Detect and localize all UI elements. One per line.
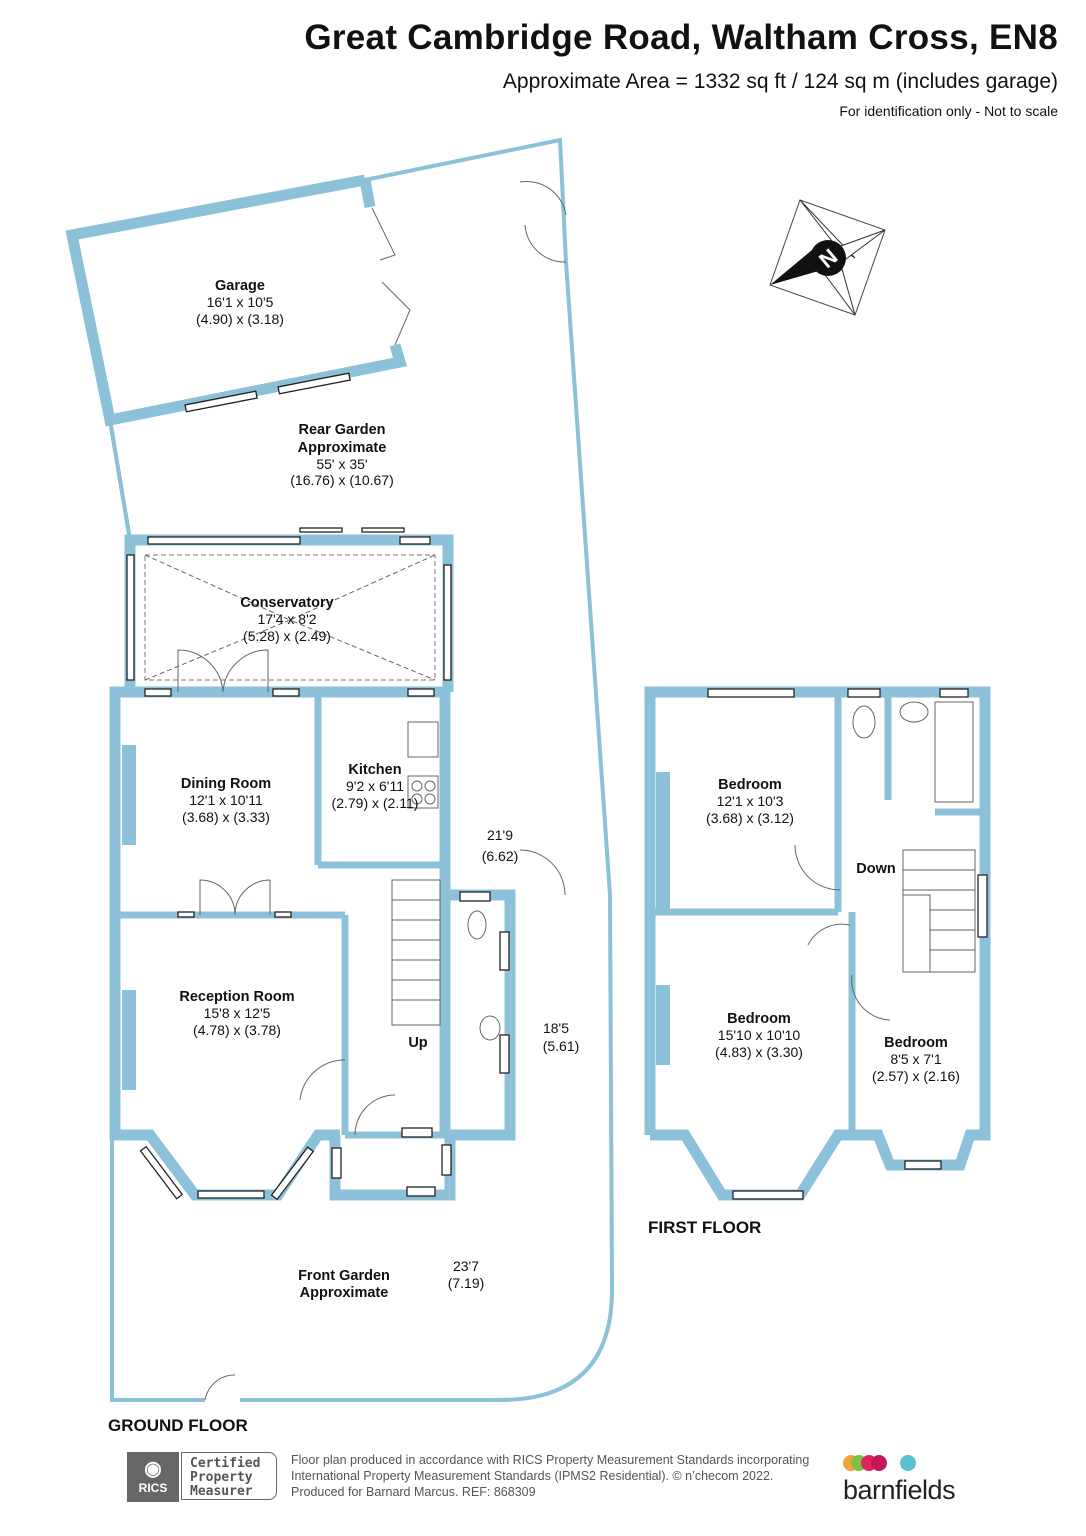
brand-logo: barnfields <box>843 1455 963 1505</box>
rics-badge: ◉ RICS Certified Property Measurer <box>127 1452 279 1502</box>
lion-icon: ◉ <box>144 1458 162 1480</box>
stairs-first <box>902 849 976 973</box>
svg-text:9'2 x 6'11: 9'2 x 6'11 <box>346 778 404 794</box>
svg-text:Approximate: Approximate <box>300 1285 389 1301</box>
stairs-ground <box>391 879 441 1026</box>
svg-text:15'10 x 10'10: 15'10 x 10'10 <box>718 1027 801 1043</box>
page-title: Great Cambridge Road, Waltham Cross, EN8 <box>304 18 1058 57</box>
svg-text:12'1 x 10'11: 12'1 x 10'11 <box>189 792 263 808</box>
rics-logo: ◉ RICS <box>127 1452 179 1502</box>
svg-text:(2.79) x (2.11): (2.79) x (2.11) <box>332 795 419 811</box>
gate-front <box>204 1374 236 1401</box>
label-bedroom-small: Bedroom 8'5 x 7'1 (2.57) x (2.16) <box>872 1035 960 1084</box>
svg-text:(7.19): (7.19) <box>448 1275 485 1291</box>
label-bedroom-front: Bedroom 15'10 x 10'10 (4.83) x (3.30) <box>715 1011 803 1060</box>
svg-text:12'1 x 10'3: 12'1 x 10'3 <box>717 793 784 809</box>
svg-text:(3.68) x (3.33): (3.68) x (3.33) <box>182 809 270 825</box>
svg-text:Conservatory: Conservatory <box>240 595 333 611</box>
stairs-up-label: Up <box>408 1035 427 1051</box>
svg-text:Bedroom: Bedroom <box>727 1011 791 1027</box>
label-reception-room: Reception Room 15'8 x 12'5 (4.78) x (3.7… <box>179 989 294 1038</box>
conservatory <box>124 527 454 692</box>
svg-text:15'8 x 12'5: 15'8 x 12'5 <box>204 1005 271 1021</box>
svg-text:23'7: 23'7 <box>453 1258 479 1274</box>
svg-text:(2.57) x (2.16): (2.57) x (2.16) <box>872 1068 960 1084</box>
svg-text:21'9: 21'9 <box>487 827 513 843</box>
label-garage: Garage 16'1 x 10'5 (4.90) x (3.18) <box>196 278 284 327</box>
dimension-front: 23'7 (7.19) <box>448 1258 485 1291</box>
svg-text:(3.68) x (3.12): (3.68) x (3.12) <box>706 810 794 826</box>
svg-text:(5.61): (5.61) <box>543 1038 580 1054</box>
first-floor-walls <box>644 686 991 1201</box>
scale-note: For identification only - Not to scale <box>839 103 1058 119</box>
ground-floor-label: GROUND FLOOR <box>108 1416 248 1435</box>
svg-text:Dining Room: Dining Room <box>181 776 271 792</box>
svg-text:(16.76) x (10.67): (16.76) x (10.67) <box>290 472 394 488</box>
label-kitchen: Kitchen 9'2 x 6'11 (2.79) x (2.11) <box>332 762 419 811</box>
label-conservatory: Conservatory 17'4 x 8'2 (5.28) x (2.49) <box>240 595 333 644</box>
gate-rear <box>519 180 567 263</box>
label-bedroom-rear: Bedroom 12'1 x 10'3 (3.68) x (3.12) <box>706 777 794 826</box>
svg-text:(4.83) x (3.30): (4.83) x (3.30) <box>715 1044 803 1060</box>
label-front-garden: Front Garden Approximate <box>298 1268 390 1301</box>
label-rear-garden: Rear Garden Approximate 55' x 35' (16.76… <box>290 422 394 488</box>
svg-text:Rear Garden: Rear Garden <box>298 422 385 438</box>
area-summary: Approximate Area = 1332 sq ft / 124 sq m… <box>502 70 1058 93</box>
svg-text:Kitchen: Kitchen <box>348 762 401 778</box>
rics-line1: Certified <box>190 1456 261 1471</box>
svg-text:17'4 x 8'2: 17'4 x 8'2 <box>257 611 316 627</box>
svg-text:Bedroom: Bedroom <box>718 777 782 793</box>
svg-text:16'1 x 10'5: 16'1 x 10'5 <box>207 294 274 310</box>
rics-line3: Measurer <box>190 1484 253 1499</box>
garage <box>65 174 411 427</box>
svg-text:Bedroom: Bedroom <box>884 1035 948 1051</box>
svg-text:Reception Room: Reception Room <box>179 989 294 1005</box>
dimension-side-lower: 18'5 (5.61) <box>543 1020 580 1054</box>
north-compass-icon: N <box>769 199 886 316</box>
dimension-side-upper: 21'9 (6.62) <box>482 827 519 864</box>
svg-text:Approximate: Approximate <box>298 440 387 456</box>
svg-text:55' x 35': 55' x 35' <box>316 456 367 472</box>
svg-text:(5.28) x (2.49): (5.28) x (2.49) <box>243 628 331 644</box>
rics-line2: Property <box>190 1470 253 1485</box>
rear-garden-boundary <box>108 137 615 1402</box>
svg-text:(6.62): (6.62) <box>482 848 519 864</box>
svg-text:Garage: Garage <box>215 278 265 294</box>
footer-disclaimer: Floor plan produced in accordance with R… <box>291 1453 810 1499</box>
svg-text:(4.90) x (3.18): (4.90) x (3.18) <box>196 311 284 327</box>
svg-text:18'5: 18'5 <box>543 1020 569 1036</box>
svg-text:Front Garden: Front Garden <box>298 1268 390 1284</box>
svg-text:(4.78) x (3.78): (4.78) x (3.78) <box>193 1022 281 1038</box>
ground-floor-walls <box>109 649 566 1201</box>
label-dining-room: Dining Room 12'1 x 10'11 (3.68) x (3.33) <box>181 776 271 825</box>
first-floor-label: FIRST FLOOR <box>648 1218 761 1237</box>
svg-text:8'5 x 7'1: 8'5 x 7'1 <box>890 1051 941 1067</box>
stairs-down-label: Down <box>856 861 895 877</box>
